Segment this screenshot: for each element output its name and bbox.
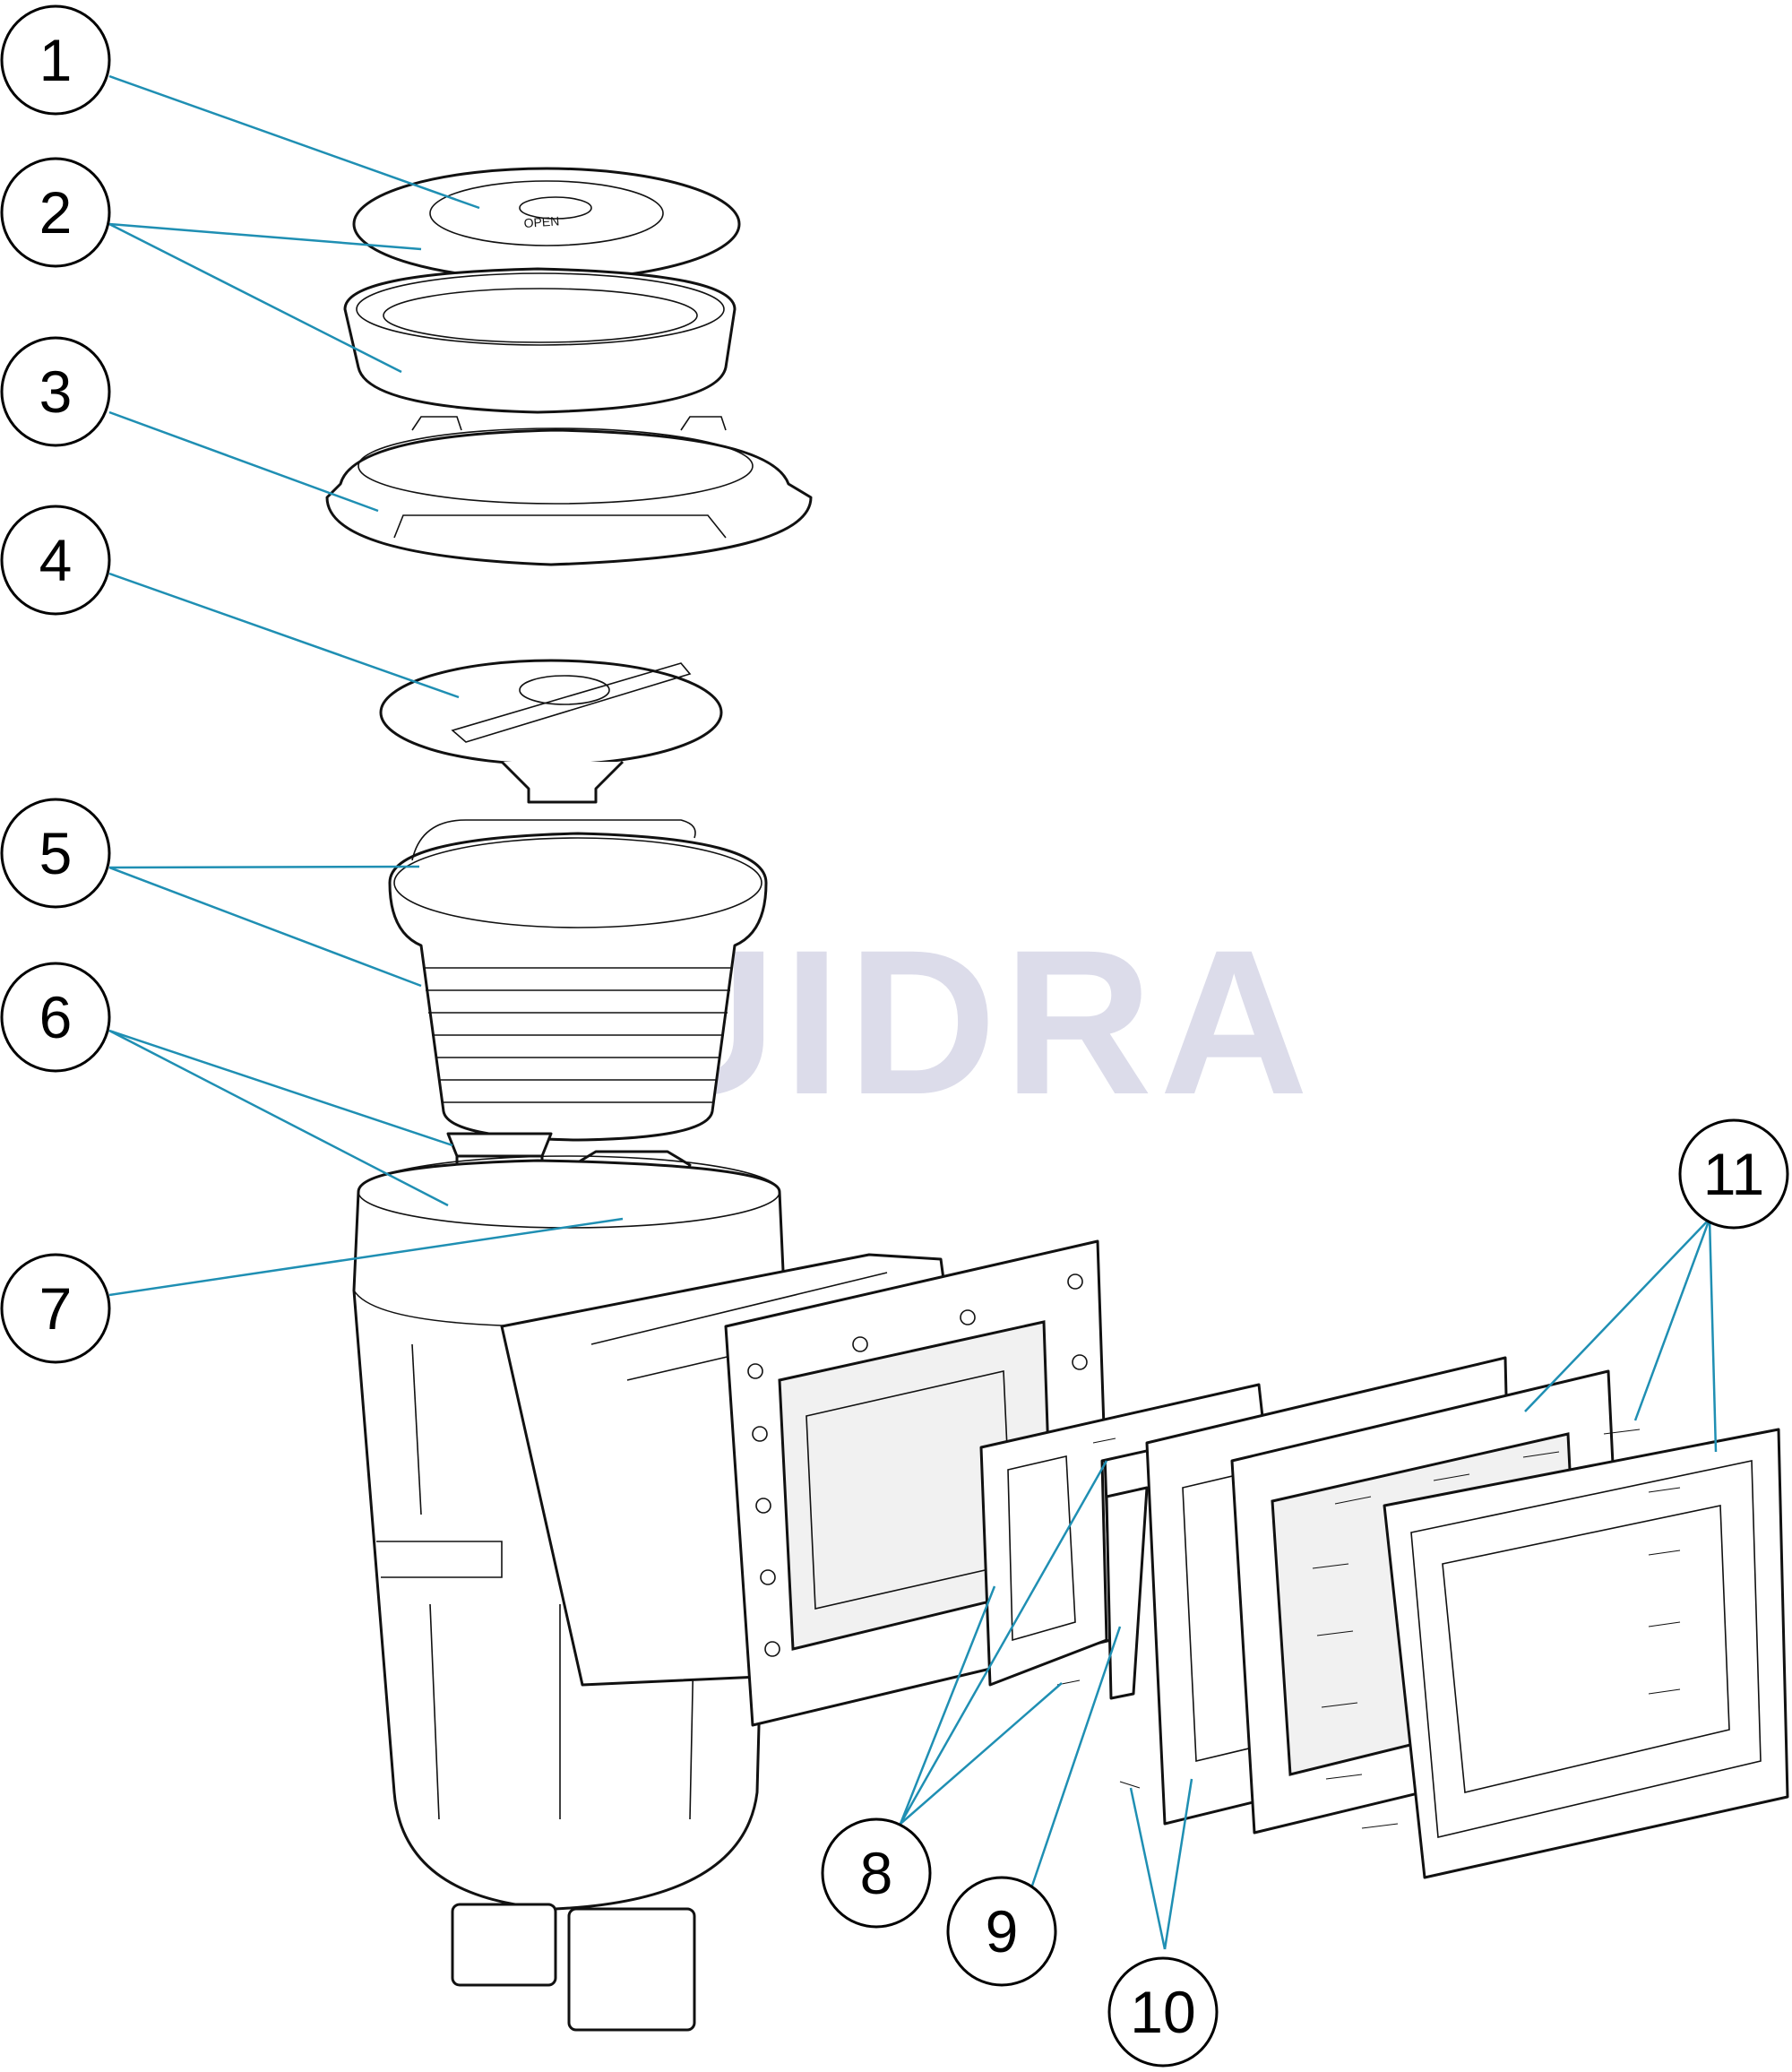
callout-7: 7 (0, 1253, 111, 1364)
callout-1: 1 (0, 4, 111, 116)
lid-open-label: OPEN (523, 213, 560, 230)
callout-1-label: 1 (39, 27, 73, 93)
basket-slats (423, 967, 733, 1103)
weir-frame (979, 1383, 1265, 1687)
leader-lines (108, 74, 1718, 1950)
callout-8: 8 (821, 1817, 932, 1929)
callout-5-label: 5 (39, 820, 73, 886)
callout-5: 5 (0, 798, 111, 909)
callout-9-label: 9 (986, 1898, 1019, 1964)
callout-10-label: 10 (1130, 1979, 1195, 2045)
watermark-text: UIDRA (627, 907, 1315, 1137)
basket-cover (379, 659, 723, 804)
callout-6: 6 (0, 962, 111, 1073)
callout-10: 10 (1107, 1956, 1219, 2068)
callout-3: 3 (0, 336, 111, 447)
callout-2: 2 (0, 157, 111, 268)
callout-4-label: 4 (39, 527, 73, 593)
callout-3-label: 3 (39, 358, 73, 425)
callout-4: 4 (0, 505, 111, 616)
callout-7-label: 7 (39, 1275, 73, 1342)
faceplate-screws (1648, 1487, 1681, 1695)
weir-flap (1105, 1486, 1149, 1700)
faceplate (1383, 1428, 1789, 1879)
callout-11: 11 (1678, 1118, 1789, 1230)
callout-2-label: 2 (39, 179, 73, 246)
callout-8-label: 8 (860, 1840, 893, 1906)
skimmer-lid: OPEN (352, 167, 741, 281)
strainer-basket (388, 819, 768, 1142)
lid-collar (343, 267, 737, 414)
callout-11-label: 11 (1703, 1141, 1765, 1207)
callout-9: 9 (946, 1876, 1057, 1987)
callout-6-label: 6 (39, 984, 73, 1050)
adjustable-ring (325, 416, 813, 566)
